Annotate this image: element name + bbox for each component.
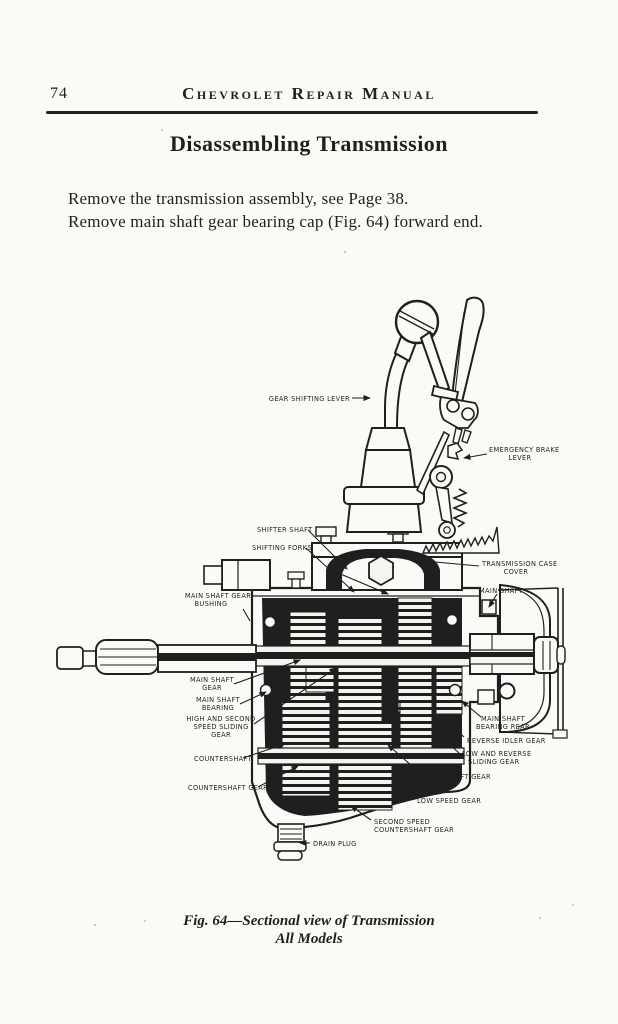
caption-line-1: Fig. 64—Sectional view of Transmission: [183, 913, 435, 929]
label-main-shaft-bearing-2: BEARING: [202, 704, 234, 712]
page-number: 74: [50, 85, 68, 102]
brake-spring-art: [451, 488, 469, 528]
diagram-labels: GEAR SHIFTING LEVER EMERGENCY BRAKE LEVE…: [185, 395, 560, 848]
label-main-shaft-bearing-1: MAIN SHAFT: [196, 696, 241, 704]
input-shaft-art: [56, 639, 257, 675]
label-idler-shaft-gear: IDLER SHAFT GEAR: [422, 773, 491, 781]
shift-tower-art: [343, 427, 425, 533]
label-emergency-brake-lever-1: EMERGENCY BRAKE: [489, 446, 560, 454]
label-reverse-idler-gear: REVERSE IDLER GEAR: [467, 737, 546, 745]
label-transmission-case-cover-2: COVER: [504, 568, 529, 576]
label-shifter-shaft: SHIFTER SHAFT: [257, 526, 313, 534]
running-header: Chevrolet Repair Manual: [182, 84, 436, 103]
emergency-brake-mechanism-art: [415, 430, 500, 554]
label-transmission-case-cover-1: TRANSMISSION CASE: [481, 560, 558, 568]
label-main-shaft-bearing-rear-1: MAIN SHAFT: [481, 715, 526, 723]
label-countershaft: COUNTERSHAFT: [194, 755, 253, 763]
header-rule: [46, 111, 538, 114]
label-drain-plug: DRAIN PLUG: [313, 840, 357, 848]
label-low-and-reverse-1: LOW AND REVERSE: [462, 750, 531, 758]
leader-lines: [233, 395, 498, 846]
label-emergency-brake-lever-2: LEVER: [509, 454, 532, 462]
label-main-shaft-bearing-rear-2: BEARING REAR: [476, 723, 530, 731]
ratchet-sector-art: [421, 526, 500, 554]
rear-bearing-output-art: [469, 633, 566, 675]
label-second-speed-1: SECOND SPEED: [374, 818, 430, 826]
label-low-speed-gear: LOW SPEED GEAR: [417, 797, 481, 805]
label-high-and-second-1: HIGH AND SECOND: [186, 715, 255, 723]
caption-line-2: All Models: [275, 931, 343, 947]
figure-caption: Fig. 64—Sectional view of Transmission A…: [0, 912, 618, 948]
print-speckles: [93, 128, 574, 927]
label-high-and-second-2: SPEED SLIDING: [193, 723, 248, 731]
label-main-shaft-gear-bushing-2: BUSHING: [195, 600, 228, 608]
label-shifting-forks: SHIFTING FORKS: [252, 544, 312, 552]
label-main-shaft-gear-bushing-1: MAIN SHAFT GEAR: [185, 592, 251, 600]
hand-brake-grip-art: [419, 296, 485, 445]
shifter-shaft-nut-art: [368, 554, 394, 587]
label-low-and-reverse-2: SLIDING GEAR: [468, 758, 520, 766]
label-high-and-second-3: GEAR: [211, 731, 231, 739]
label-gear-shifting-lever: GEAR SHIFTING LEVER: [269, 395, 350, 403]
label-main-shaft-gear-2: GEAR: [202, 684, 222, 692]
transmission-case-art: [203, 559, 500, 829]
label-second-speed-2: COUNTERSHAFT GEAR: [374, 826, 454, 834]
shaft-sections-art: [253, 645, 473, 765]
body-line-1: Remove the transmission assembly, see Pa…: [68, 189, 409, 208]
section-title: Disassembling Transmission: [169, 131, 449, 156]
label-main-shaft-gear-1: MAIN SHAFT: [190, 676, 235, 684]
label-countershaft-gear: COUNTERSHAFT GEAR: [188, 784, 268, 792]
body-line-2: Remove main shaft gear bearing cap (Fig.…: [68, 212, 484, 231]
drain-plug-art: [273, 823, 307, 861]
label-main-shaft: MAIN SHAFT: [479, 587, 524, 595]
